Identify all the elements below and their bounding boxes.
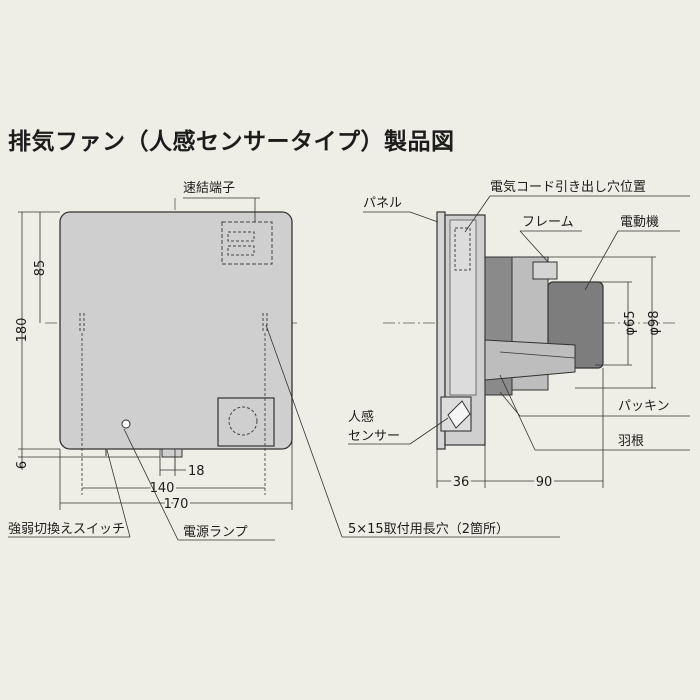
dim-upper-label: 85 [33, 260, 48, 277]
leader-motor [584, 230, 619, 291]
label-packing: パッキン [618, 399, 670, 414]
cord-outlet-outline [454, 227, 471, 271]
front-view: 180 85 6 18 140 170 速結端子 強弱切換えスイッチ 電源ランプ… [8, 181, 560, 541]
leader-panel [409, 211, 439, 223]
leader-switch [106, 449, 131, 538]
switch-knob [161, 448, 183, 458]
label-sensor-line2: センサー [348, 429, 400, 444]
sensor-window-frame [217, 397, 275, 447]
frame-bracket [532, 261, 558, 280]
label-cord-outlet: 電気コード引き出し穴位置 [490, 179, 646, 195]
fan-blade-edge [499, 351, 576, 359]
dim-18-label: 18 [188, 464, 205, 479]
dim-170-label: 170 [164, 497, 189, 512]
label-blade: 羽根 [618, 434, 644, 449]
sensor-lens [447, 400, 471, 429]
dim-36-label: 36 [453, 475, 470, 490]
terminal-slot-upper [227, 231, 255, 242]
label-power-lamp: 電源ランプ [183, 525, 248, 540]
leader-lamp [123, 428, 179, 541]
label-panel: パネル [363, 196, 402, 211]
dim-90-label: 90 [536, 475, 553, 490]
side-housing-inner [449, 219, 477, 396]
label-frame: フレーム [522, 215, 574, 230]
terminal-slot-lower [227, 245, 255, 256]
leader-sensor [409, 417, 449, 445]
leader-blade [499, 374, 536, 451]
sensor-lens-outline [228, 406, 258, 436]
dim-height-label: 180 [15, 318, 30, 343]
label-connection-terminal: 速結端子 [183, 181, 235, 196]
fan-blade [484, 339, 576, 381]
dim-phi65-label: φ65 [623, 310, 638, 335]
label-mounting-holes: 5×15取付用長穴（2箇所） [348, 521, 509, 537]
power-lamp-icon [121, 419, 131, 429]
leader-packing [499, 391, 521, 417]
dim-bottom-offset-label: 6 [15, 461, 30, 469]
leader-frame [519, 230, 549, 263]
leader-cord [464, 195, 491, 233]
dim-phi98-label: φ98 [647, 310, 662, 335]
diagram-title: 排気ファン（人感センサータイプ）製品図 [8, 129, 455, 155]
dim-140-label: 140 [150, 481, 175, 496]
label-switch: 強弱切換えスイッチ [8, 522, 125, 537]
terminal-block-outline [221, 221, 273, 265]
label-sensor-line1: 人感 [348, 409, 374, 425]
leader-mounting-holes [265, 324, 343, 538]
side-view: パネル 電気コード引き出し穴位置 フレーム 電動機 人感 センサー パッキン 羽… [348, 179, 690, 493]
label-motor: 電動機 [620, 215, 659, 230]
